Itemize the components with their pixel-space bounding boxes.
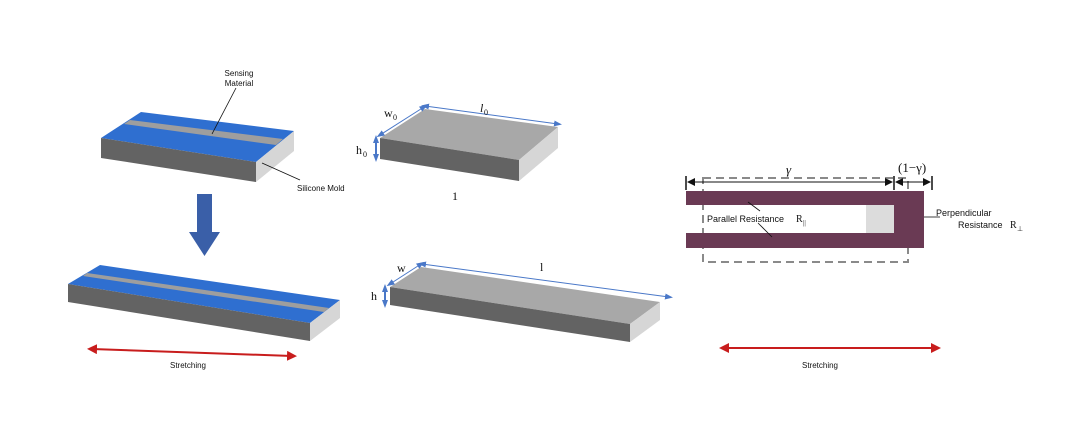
stretched-front-face — [68, 284, 310, 341]
stretched-side-face — [310, 300, 340, 341]
stretching-arrow-left — [87, 344, 297, 361]
w0-label: w — [384, 106, 393, 120]
l-label: l — [540, 260, 544, 274]
parallel-leader-top — [747, 201, 761, 212]
parallel-r-symbol: R — [796, 214, 803, 225]
state-label: 1 — [452, 189, 458, 203]
material-label: Material — [225, 79, 254, 88]
w-dimension-line — [386, 261, 425, 287]
silicone-mold-label: Silicone Mold — [297, 184, 345, 193]
w0-dimension-line — [376, 104, 428, 138]
block-original — [380, 109, 558, 181]
h-label: h — [371, 289, 377, 303]
u-shaped-resistor — [686, 191, 924, 248]
h0-label: h — [356, 143, 362, 157]
h0-subscript: 0 — [363, 150, 367, 159]
stretching-label-right: Stretching — [802, 361, 838, 370]
block-stretched-side — [630, 302, 660, 342]
sensing-stripe — [124, 120, 283, 145]
sensor-stretched — [68, 265, 340, 341]
sensor-side-face — [256, 131, 294, 182]
stretched-stripe — [83, 273, 329, 312]
sensor-unstretched — [101, 112, 294, 182]
gamma-label: γ — [786, 162, 792, 177]
l-dimension-line — [418, 261, 673, 300]
l0-dimension-line — [421, 103, 562, 127]
silicone-mold-leader — [261, 162, 301, 181]
perpendicular-label: Perpendicular — [936, 208, 992, 218]
block-stretched-front — [390, 287, 630, 342]
perpendicular-resistance-label: Resistance — [958, 220, 1003, 230]
block-original-front — [380, 138, 519, 181]
down-arrow-icon — [189, 194, 220, 256]
w0-subscript: 0 — [393, 113, 397, 122]
w-label: w — [397, 261, 406, 275]
parallel-r-subscript: || — [803, 219, 806, 227]
l0-label: l — [480, 101, 484, 115]
perpendicular-r-symbol: R — [1010, 220, 1017, 231]
sensing-material-leader — [211, 87, 237, 135]
sensing-label: Sensing — [225, 69, 254, 78]
l0-subscript: 0 — [484, 108, 488, 117]
block-original-side — [519, 127, 558, 181]
parallel-leader-bottom — [757, 222, 773, 238]
parallel-resistance-label: Parallel Resistance — [707, 214, 784, 224]
one-minus-gamma-label: (1−γ) — [898, 160, 926, 175]
perpendicular-r-subscript: ⊥ — [1017, 225, 1023, 233]
stretching-label-left: Stretching — [170, 361, 206, 370]
sensor-front-face — [101, 138, 256, 182]
resistor-inner-gap — [866, 205, 894, 233]
